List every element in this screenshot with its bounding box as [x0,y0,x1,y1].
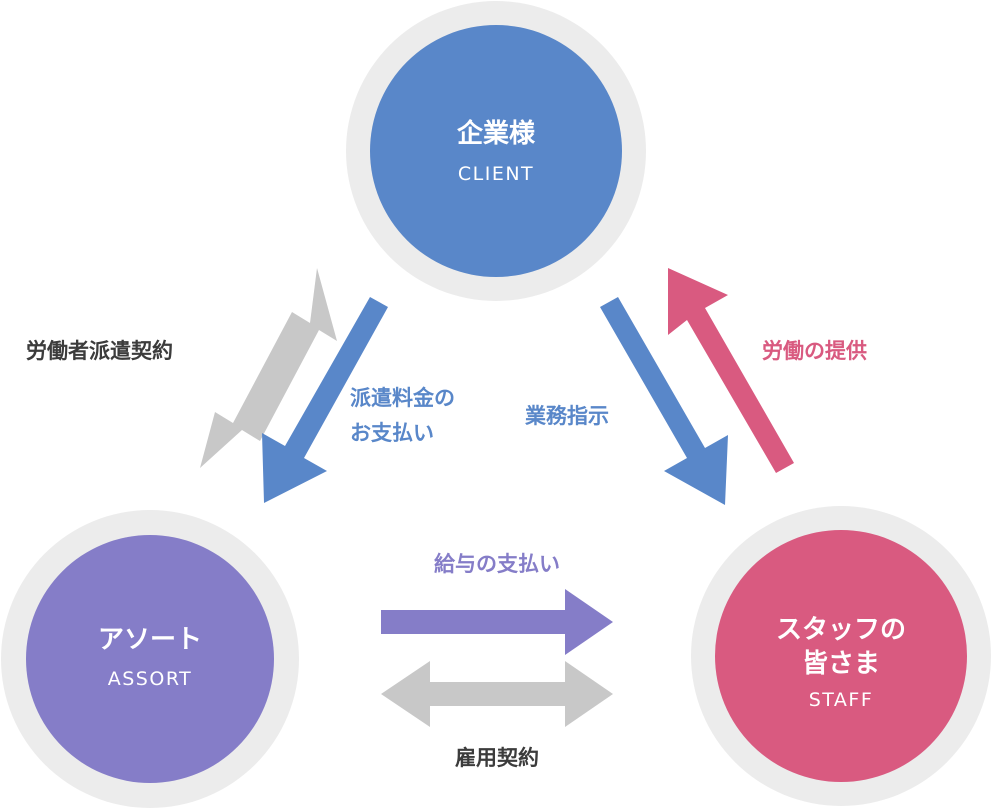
staff-title-line1: スタッフの [776,615,906,645]
salary-payment-label: 給与の支払い [434,552,560,576]
staff-node: スタッフの 皆さま STAFF [691,506,991,806]
staff-title-line2: 皆さま [802,649,880,679]
dispatch-fee-label-line2: お支払い [350,421,434,445]
dispatch-contract-double-arrow [200,268,337,468]
salary-payment-arrow [381,589,613,655]
client-node: 企業様 CLIENT [346,1,646,301]
dispatch-contract-label: 労働者派遣契約 [26,339,173,363]
dispatch-fee-label-line1: 派遣料金の [350,386,455,410]
assort-node-circle [26,535,274,783]
work-instruction-label: 業務指示 [525,404,609,428]
dispatch-fee-arrow [262,297,388,503]
assort-title: アソート [98,625,202,655]
employment-contract-label: 雇用契約 [455,746,539,770]
client-title: 企業様 [457,118,536,149]
staff-subtitle: STAFF [809,689,874,711]
client-subtitle: CLIENT [458,163,534,185]
client-node-circle [370,25,622,277]
labor-provision-label: 労働の提供 [762,339,867,363]
employment-contract-double-arrow [381,661,613,727]
work-instruction-arrow [600,297,728,505]
assort-subtitle: ASSORT [108,668,193,690]
staff-node-circle [715,530,967,782]
assort-node: アソート ASSORT [1,510,299,808]
labor-provision-arrow [668,268,794,473]
